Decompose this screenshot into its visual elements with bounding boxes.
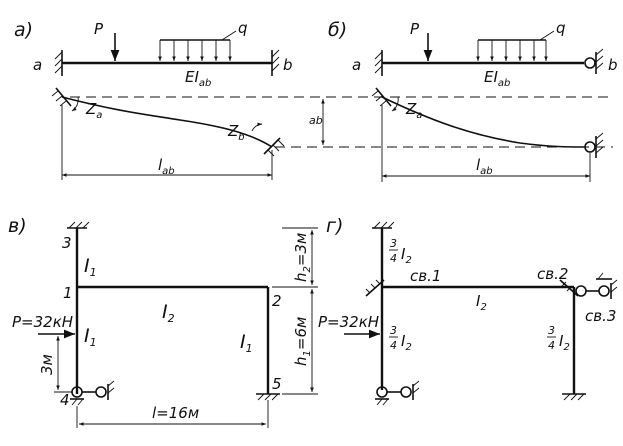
dist-load-label: q (238, 19, 248, 37)
node-3-label: 3 (62, 234, 72, 252)
g-joint-fixation-2 (559, 279, 579, 297)
svg-text:4: 4 (390, 339, 397, 352)
dist-load-label-b: q (556, 19, 566, 37)
panel-g-label: г) (326, 215, 343, 237)
panel-g: г) (318, 215, 618, 406)
svg-text:I2: I2 (401, 245, 412, 266)
panel-v-label: в) (8, 215, 27, 237)
pin-support-lowered-b (584, 132, 604, 158)
bottom-fixed-support (256, 393, 280, 401)
col-top-stiffness: I1 (84, 255, 97, 279)
rot-left-label-b: Za (405, 100, 422, 121)
g-col-right-stiffness: 3 4 I2 (547, 324, 570, 353)
rotation-arc-left-b (391, 96, 399, 112)
h2-label: h2=3м (292, 233, 313, 282)
pin-support-right-b (584, 48, 604, 74)
rotated-support-right (263, 137, 285, 157)
force-label: P=32кН (12, 313, 73, 331)
length-a-label: lab (158, 156, 175, 177)
g-col-left-stiffness: 3 4 I2 (389, 324, 412, 353)
rotated-support-left-b (371, 87, 392, 107)
g-force-label: P=32кН (318, 313, 379, 331)
fixed-support-left (54, 50, 63, 76)
fixed-support-left-b (374, 50, 383, 76)
panel-b: б) a b P q EIab (328, 19, 618, 182)
offset-label: ab (309, 114, 323, 127)
beam-stiffness: I2 (162, 301, 175, 325)
g-node-3-label: св.3 (585, 307, 616, 325)
svg-text:3: 3 (548, 324, 555, 337)
load-height-label: 3м (38, 354, 56, 375)
point-load-label-b: P (410, 20, 420, 38)
node-4-label: 4 (60, 391, 70, 409)
panel-a: а) a b P (14, 19, 613, 180)
node-1-label: 1 (63, 284, 73, 302)
length-b-label: lab (476, 156, 493, 177)
panel-b-label: б) (328, 19, 347, 41)
col-right-stiffness: I1 (240, 331, 253, 355)
node-5-label: 5 (272, 375, 282, 393)
stiffness-label: EIab (185, 68, 211, 89)
svg-text:4: 4 (390, 252, 397, 265)
g-node-2-label: св.2 (537, 265, 568, 283)
h1-label: h1=6м (292, 317, 313, 366)
g-col-top-stiffness: 3 4 I2 (389, 237, 412, 266)
deflected-axis-b (381, 96, 585, 148)
svg-text:3: 3 (390, 324, 397, 337)
end-b-label-b: b (608, 56, 618, 74)
panel-v: в) (8, 215, 318, 428)
rot-left-label: Za (85, 100, 102, 121)
col-left-stiffness: I1 (84, 325, 97, 349)
bottom-pin-support (70, 380, 115, 406)
g-bottom-fixed-support (562, 393, 586, 401)
top-fixed-support (67, 221, 90, 229)
svg-text:4: 4 (548, 339, 555, 352)
g-node-1-label: св.1 (410, 267, 441, 285)
stiffness-label-b: EIab (484, 68, 510, 89)
distributed-load (158, 30, 237, 61)
span-label: l=16м (152, 404, 199, 422)
g-beam-stiffness: I2 (476, 292, 487, 313)
end-b-label: b (283, 56, 293, 74)
rotation-arc-right (251, 122, 263, 132)
rotation-arc-left (71, 96, 79, 112)
g-top-fixed-support (372, 221, 395, 229)
g-bottom-pin-support (375, 380, 420, 406)
rotated-support-left (51, 87, 72, 107)
svg-text:3: 3 (390, 237, 397, 250)
svg-text:I2: I2 (559, 332, 570, 353)
g-link-support-3 (575, 272, 618, 299)
end-a-label: a (33, 56, 42, 74)
end-a-label-b: a (352, 56, 361, 74)
fixed-support-right (271, 49, 280, 76)
node-2-label: 2 (272, 292, 282, 310)
svg-text:I2: I2 (401, 332, 412, 353)
deflected-axis (61, 96, 273, 148)
panel-a-label: а) (14, 19, 33, 41)
distributed-load-b (476, 30, 555, 61)
point-load-label: P (94, 20, 104, 38)
g-joint-fixation-1 (365, 279, 385, 297)
rot-right-label: Zb (227, 122, 245, 143)
